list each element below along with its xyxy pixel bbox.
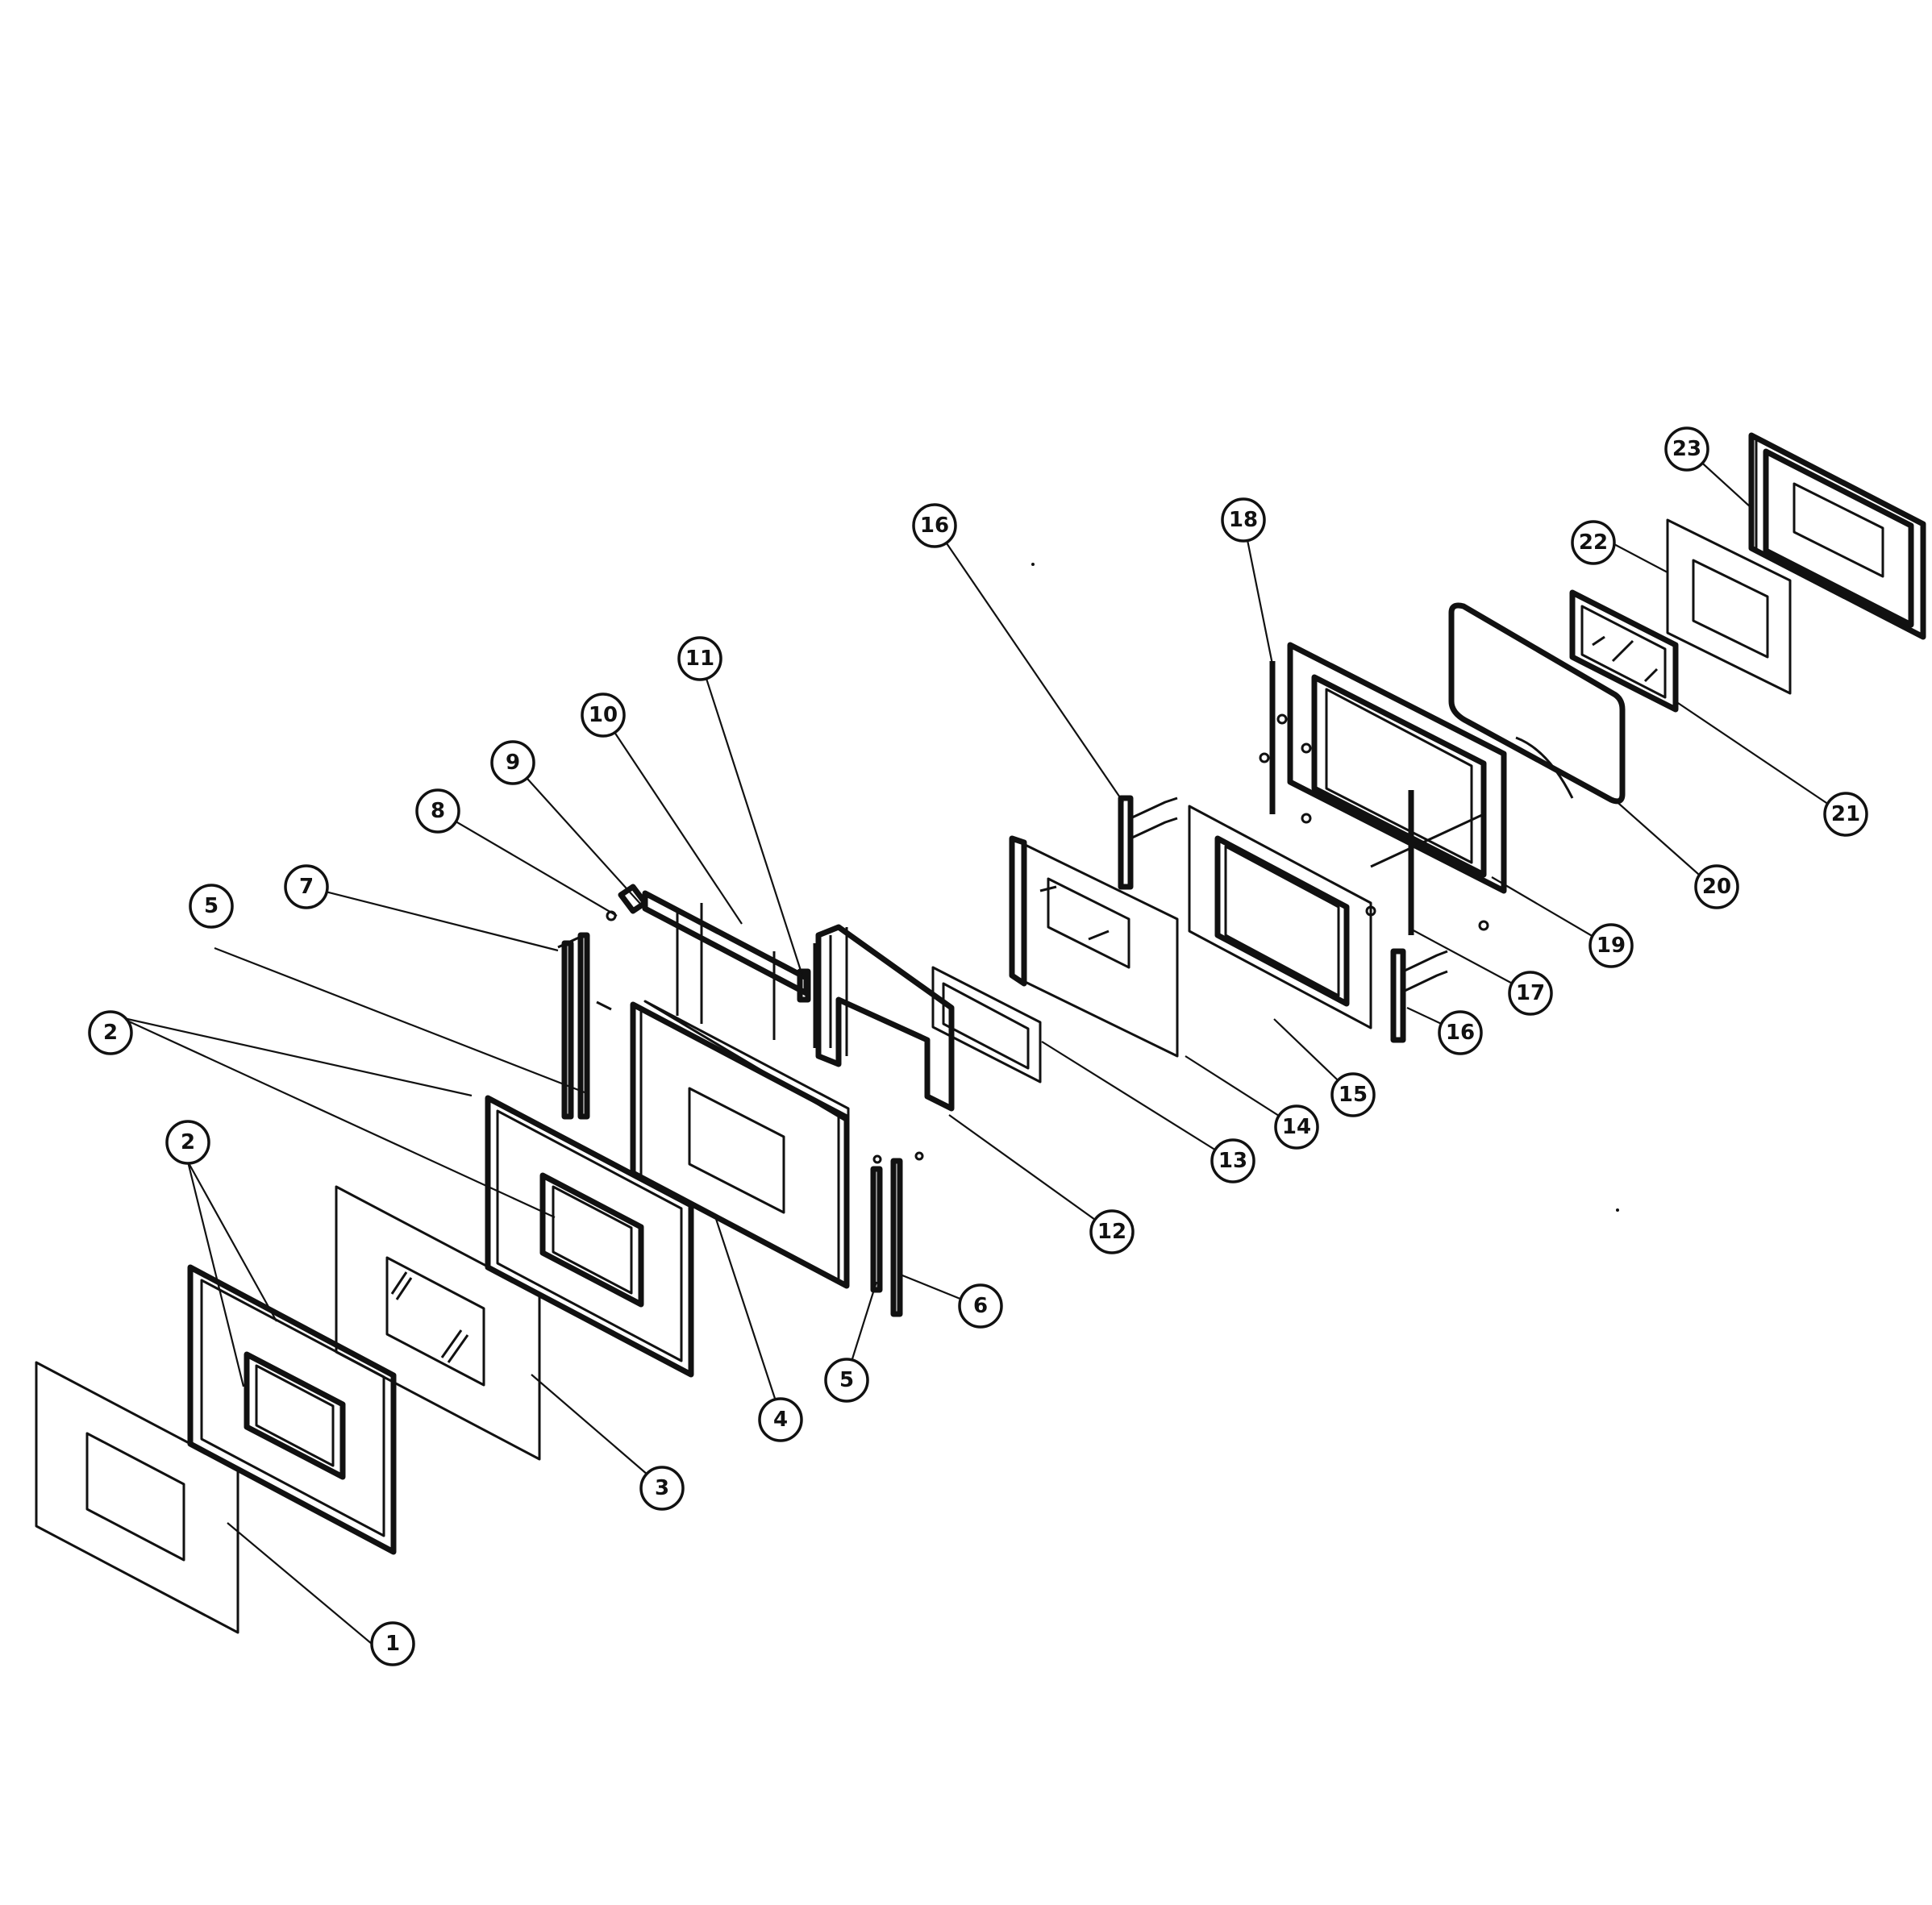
svg-text:21: 21	[1831, 802, 1860, 826]
svg-text:5: 5	[204, 894, 219, 918]
callout-1: 1	[370, 1621, 415, 1666]
svg-text:23: 23	[1672, 437, 1701, 461]
part-15-door-frame	[1188, 805, 1372, 1029]
part-14-inner-panel	[1009, 835, 1179, 1058]
part-8-screw	[596, 910, 617, 1011]
svg-text:9: 9	[506, 751, 520, 775]
part-5-7-side-channels	[557, 932, 590, 1120]
callout-3: 3	[639, 1466, 685, 1511]
svg-text:20: 20	[1702, 875, 1731, 899]
part-22-back-panel	[1666, 518, 1792, 695]
drawing-speck	[1616, 1208, 1619, 1212]
svg-text:4: 4	[773, 1408, 788, 1432]
callout-15: 15	[1330, 1072, 1376, 1117]
callout-5-right: 5	[824, 1358, 869, 1403]
part-13-window-frame	[931, 966, 1042, 1084]
callout-21: 21	[1823, 792, 1868, 837]
part-16-lower-hinge	[1390, 948, 1448, 1043]
part-9-10-11-top-assembly	[618, 884, 848, 1056]
callouts: 1 2 2 3 4 5 5 6	[88, 426, 1868, 1666]
part-5-6-right-channels	[870, 1151, 924, 1317]
callout-7: 7	[284, 864, 329, 909]
callout-14: 14	[1274, 1104, 1319, 1150]
callout-2-rear: 2	[88, 1010, 133, 1055]
svg-text:7: 7	[299, 875, 314, 899]
svg-text:18: 18	[1229, 508, 1258, 532]
part-1-outer-panel	[35, 1361, 239, 1634]
part-16-upper-hinge	[1118, 795, 1178, 890]
part-23-back-frame	[1748, 432, 1926, 640]
part-2-inner-trim-frame	[485, 1095, 694, 1378]
callout-12: 12	[1089, 1209, 1135, 1254]
part-20-gasket	[1448, 602, 1626, 805]
svg-text:5: 5	[839, 1368, 854, 1392]
part-19-inner-door-box	[1259, 642, 1507, 935]
callout-23: 23	[1664, 426, 1709, 472]
callout-4: 4	[758, 1397, 803, 1442]
svg-text:16: 16	[1446, 1021, 1475, 1045]
svg-text:2: 2	[181, 1130, 195, 1154]
svg-text:14: 14	[1282, 1115, 1311, 1139]
svg-text:16: 16	[920, 514, 949, 538]
leader-lines	[119, 448, 1844, 1645]
svg-text:15: 15	[1339, 1083, 1368, 1107]
callout-2-front: 2	[165, 1120, 210, 1165]
callout-19: 19	[1588, 923, 1634, 968]
svg-text:6: 6	[973, 1294, 988, 1318]
callout-16-lower: 16	[1438, 1010, 1483, 1055]
callout-17: 17	[1508, 971, 1553, 1016]
callout-10: 10	[581, 693, 626, 738]
callout-18: 18	[1221, 497, 1266, 543]
callout-22: 22	[1571, 520, 1616, 565]
drawing-speck	[1031, 563, 1035, 566]
callout-8: 8	[415, 788, 460, 834]
part-4-door-liner	[630, 1000, 850, 1289]
callout-13: 13	[1210, 1138, 1255, 1183]
callout-11: 11	[677, 636, 722, 681]
svg-text:8: 8	[431, 799, 445, 823]
callout-16-upper: 16	[912, 503, 957, 548]
callout-9: 9	[490, 740, 535, 785]
svg-text:3: 3	[655, 1476, 669, 1500]
part-3-glass-panel	[335, 1185, 541, 1461]
svg-text:17: 17	[1516, 981, 1545, 1005]
svg-text:11: 11	[685, 647, 714, 671]
callout-5-left: 5	[189, 884, 234, 929]
part-12-heat-shield	[815, 924, 955, 1112]
part-21-window-assembly	[1569, 589, 1679, 713]
callout-20: 20	[1694, 864, 1739, 909]
svg-text:1: 1	[385, 1632, 400, 1656]
part-2-trim-frame	[187, 1264, 397, 1555]
callout-6: 6	[958, 1283, 1003, 1329]
svg-text:12: 12	[1097, 1220, 1126, 1244]
svg-text:19: 19	[1597, 934, 1626, 958]
svg-text:22: 22	[1579, 530, 1608, 555]
svg-text:10: 10	[589, 703, 618, 727]
svg-text:13: 13	[1218, 1149, 1247, 1173]
svg-text:2: 2	[103, 1021, 118, 1045]
